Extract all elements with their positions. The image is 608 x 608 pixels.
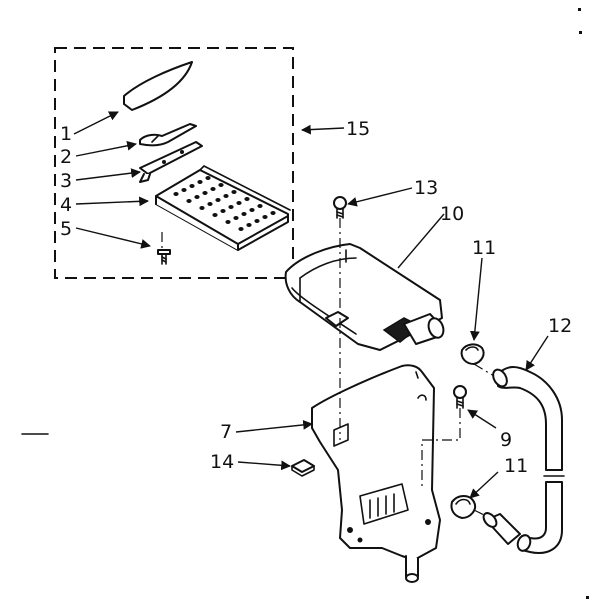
tray-hole xyxy=(238,227,244,231)
part-7-bracket-plate xyxy=(311,364,441,583)
tray-hole xyxy=(228,205,234,209)
tray-perforations xyxy=(173,176,276,231)
tray-hole xyxy=(241,212,247,216)
assembly-15-dashed-box xyxy=(54,47,294,279)
tray-hole xyxy=(233,216,239,220)
part-11-clamp-lower xyxy=(450,495,476,519)
tray-hole xyxy=(218,183,224,187)
plate-slots xyxy=(369,493,395,519)
tray-hole xyxy=(210,187,216,191)
tray-hole xyxy=(270,211,276,215)
connector-tube xyxy=(482,512,521,545)
callout-4: 4 xyxy=(60,194,72,216)
callout-3: 3 xyxy=(60,170,72,192)
tray-hole xyxy=(186,199,192,203)
part-5-screw xyxy=(157,249,171,265)
part-3-bracket xyxy=(139,141,203,183)
part-1-cover xyxy=(123,61,193,111)
tray-hole xyxy=(194,195,200,199)
callout-12: 12 xyxy=(548,315,572,337)
tray-hole xyxy=(246,223,252,227)
part-10-dispenser-housing xyxy=(284,243,445,351)
tray-hole xyxy=(254,219,260,223)
callout-9: 9 xyxy=(500,429,512,451)
leader-lines xyxy=(73,111,549,499)
callout-5: 5 xyxy=(60,218,72,240)
part-2-spring-clip xyxy=(139,123,197,147)
callout-2: 2 xyxy=(60,146,72,168)
tray-hole xyxy=(262,215,268,219)
part-13-screw xyxy=(333,196,347,219)
tray-hole xyxy=(225,220,231,224)
part-9-screw xyxy=(453,385,467,409)
tray-hole xyxy=(220,209,226,213)
tray-hole xyxy=(212,213,218,217)
tray-hole xyxy=(231,190,237,194)
tray-hole xyxy=(173,192,179,196)
tray-hole xyxy=(249,208,255,212)
tray-hole xyxy=(244,197,250,201)
tray-hole xyxy=(202,191,208,195)
tray-hole xyxy=(257,204,263,208)
tray-hole xyxy=(236,201,242,205)
callout-10: 10 xyxy=(440,203,464,225)
part-14-pad xyxy=(291,459,315,477)
corner-marks xyxy=(21,8,589,599)
callout-11-upper: 11 xyxy=(472,237,496,259)
part-4-strainer-tray xyxy=(155,165,291,251)
alignment-lines xyxy=(161,218,495,517)
callout-7: 7 xyxy=(220,421,232,443)
tray-hole xyxy=(197,180,203,184)
part-11-clamp-upper xyxy=(460,343,485,365)
tray-hole xyxy=(189,184,195,188)
callout-11-lower: 11 xyxy=(504,455,528,477)
tray-hole xyxy=(181,188,187,192)
callout-1: 1 xyxy=(60,123,72,145)
callout-14: 14 xyxy=(210,451,234,473)
part-12-hose xyxy=(492,366,565,554)
callout-labels: 1 2 3 4 5 15 13 10 11 12 9 11 7 14 xyxy=(60,118,572,477)
callout-15: 15 xyxy=(346,118,370,140)
callout-13: 13 xyxy=(414,177,438,199)
tray-hole xyxy=(199,206,205,210)
tray-hole xyxy=(223,194,229,198)
tray-hole xyxy=(205,176,211,180)
tray-hole xyxy=(215,198,221,202)
tray-hole xyxy=(207,202,213,206)
